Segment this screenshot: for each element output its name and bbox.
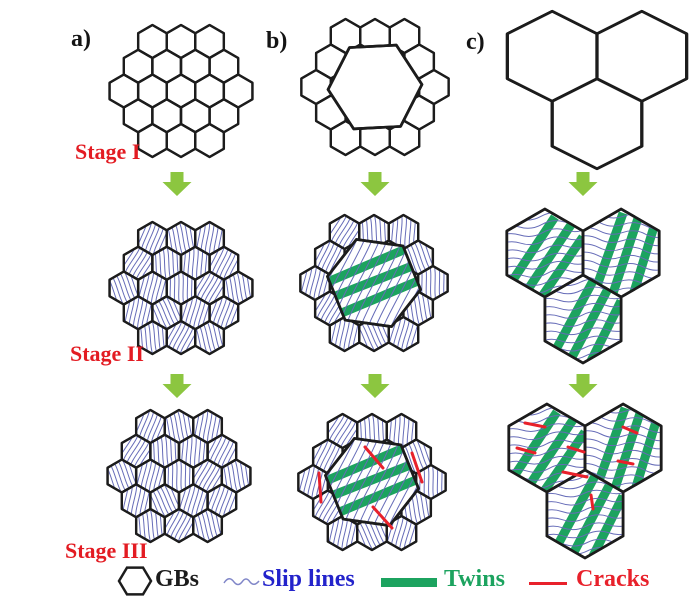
stage-2-label: Stage II (70, 341, 144, 366)
down-arrow-icon (162, 172, 192, 196)
legend-label-twins: Twins (444, 566, 505, 592)
cluster-c-stage3 (507, 402, 663, 560)
panel-label-b: b) (266, 28, 288, 54)
legend-label-cracks: Cracks (576, 566, 650, 592)
cluster-a-stage3 (106, 408, 252, 544)
stage-1-label: Stage I (75, 139, 141, 164)
slip-lines-icon (223, 578, 260, 586)
panel-label-a: a) (71, 26, 91, 52)
twins-bar-icon (381, 578, 437, 587)
panel-label-c: c) (466, 29, 485, 55)
cluster-c-stage1 (505, 9, 689, 171)
down-arrow-icon (568, 172, 598, 196)
down-arrow-icon (360, 374, 390, 398)
cluster-b-stage1 (300, 17, 450, 157)
cluster-c-stage2 (505, 207, 661, 365)
cluster-b-stage3 (297, 412, 447, 552)
cluster-b-stage2 (299, 213, 449, 353)
legend-label-gbs: GBs (155, 566, 200, 592)
cracks-line-icon (529, 582, 567, 585)
legend-label-slip-lines: Slip lines (262, 566, 355, 592)
down-arrow-icon (568, 374, 598, 398)
gbs-hexagon-icon (117, 566, 153, 596)
cluster-a-stage1 (108, 23, 254, 159)
cluster-a-stage2 (108, 220, 254, 356)
down-arrow-icon (162, 374, 192, 398)
down-arrow-icon (360, 172, 390, 196)
stage-3-label: Stage III (65, 538, 148, 563)
